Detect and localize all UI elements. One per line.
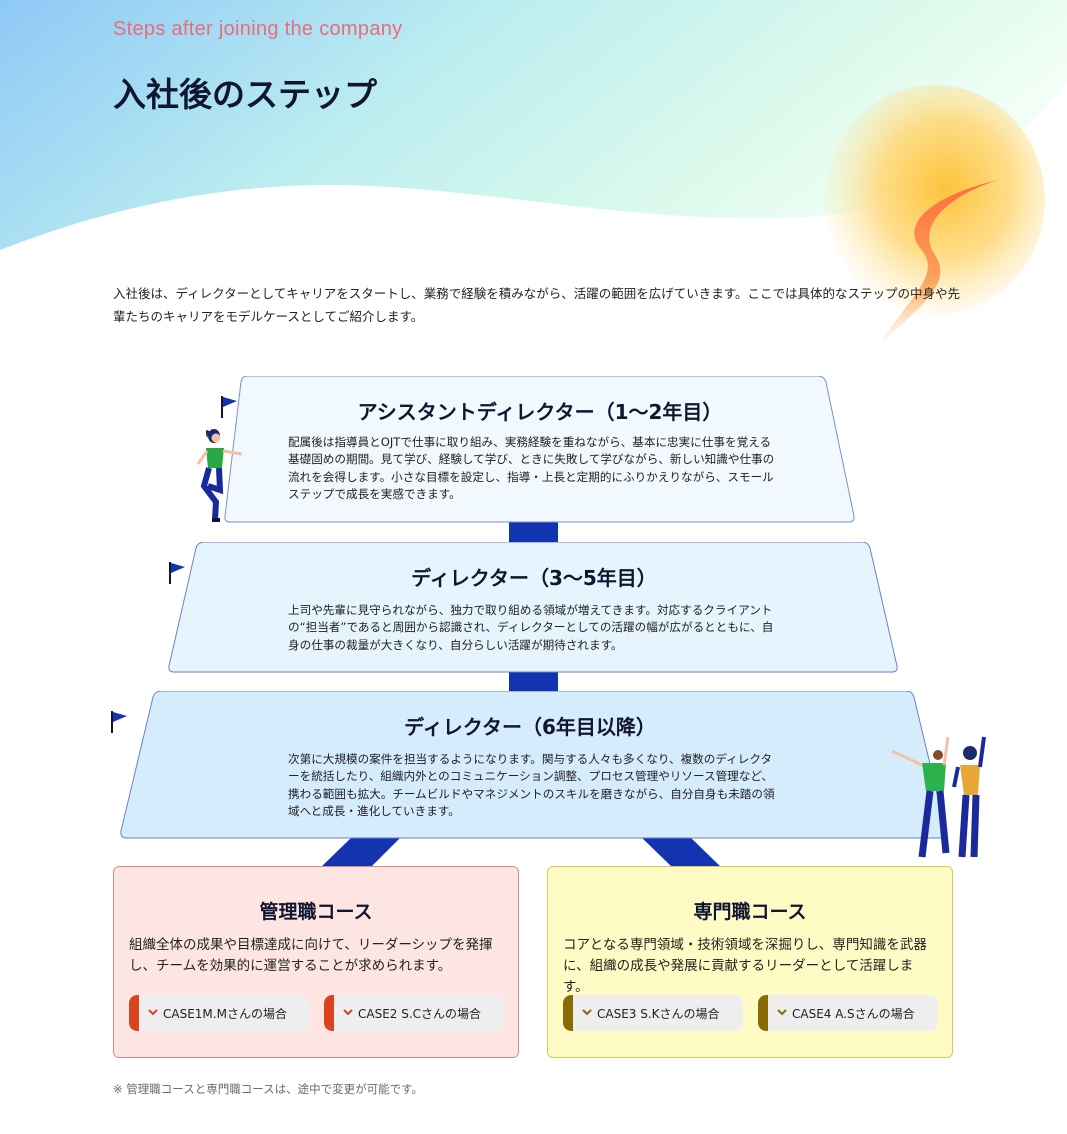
case-label: CASE4 A.Sさんの場合 (792, 1006, 915, 1021)
case-label: CASE3 S.Kさんの場合 (597, 1006, 720, 1021)
intro-text: 入社後は、ディレクターとしてキャリアをスタートし、業務で経験を積みながら、活躍の… (113, 286, 961, 324)
case-label: CASE2 S.Cさんの場合 (358, 1006, 482, 1021)
course-title: 管理職コース (259, 901, 373, 923)
footnote: ※ 管理職コースと専門職コースは、途中で変更が可能です。 (113, 1082, 423, 1096)
trapezoid-panel (168, 542, 898, 673)
chevron-down-icon (582, 1009, 592, 1016)
course-title: 専門職コース (693, 901, 807, 923)
case-2-button[interactable]: CASE2 S.Cさんの場合 (324, 995, 504, 1031)
specialist-course-card: 専門職コース コアとなる専門領域・技術領域を深掘りし、専門知識を武器に、組織の成… (547, 866, 953, 1058)
chevron-down-icon (148, 1009, 158, 1016)
flag-icon (169, 562, 185, 584)
page-subtitle-en: Steps after joining the company (113, 18, 403, 40)
course-description: コアとなる専門領域・技術領域を深掘りし、専門知識を武器に、組織の成長や発展に貢献… (563, 937, 927, 995)
step-director-6-plus: ディレクター（6年目以降） 次第に大規模の案件を担当するようになります。関与する… (111, 691, 950, 841)
page-title: 入社後のステップ (113, 75, 377, 114)
course-description: 組織全体の成果や目標達成に向けて、リーダーシップを発揮し、チームを効果的に運営す… (129, 937, 493, 974)
accent-bar (129, 995, 139, 1031)
case-3-button[interactable]: CASE3 S.Kさんの場合 (563, 995, 743, 1031)
flag-icon (221, 396, 237, 418)
flag-icon (111, 711, 127, 733)
accent-bar (758, 995, 768, 1031)
cheering-people-illustration (891, 736, 986, 858)
case-1-button[interactable]: CASE1M.Mさんの場合 (129, 995, 309, 1031)
walking-person-illustration (196, 429, 243, 522)
trapezoid-panel (120, 691, 947, 839)
chevron-down-icon (343, 1009, 353, 1016)
step-title: ディレクター（3〜5年目） (411, 566, 657, 590)
step-assistant-director: アシスタントディレクター（1〜2年目） 配属後は指導員とOJTで仕事に取り組み、… (220, 376, 860, 524)
connector-branch-right (640, 836, 722, 868)
accent-bar (563, 995, 573, 1031)
step-director-3-5: ディレクター（3〜5年目） 上司や先輩に見守られながら、独力で取り組める領域が増… (168, 542, 900, 674)
step-title: アシスタントディレクター（1〜2年目） (357, 400, 723, 424)
management-course-card: 管理職コース 組織全体の成果や目標達成に向けて、リーダーシップを発揮し、チームを… (113, 866, 519, 1058)
header-background-wave (0, 0, 1067, 345)
chevron-down-icon (777, 1009, 787, 1016)
connector-branch-left (320, 836, 402, 868)
case-label: CASE1M.Mさんの場合 (163, 1006, 287, 1021)
step-description: 上司や先輩に見守られながら、独力で取り組める領域が増えてきます。対応するクライア… (288, 603, 774, 652)
step-title: ディレクター（6年目以降） (404, 715, 656, 739)
step-description: 次第に大規模の案件を担当するようになります。関与する人々も多くなり、複数のディレ… (288, 752, 775, 819)
accent-bar (324, 995, 334, 1031)
trapezoid-panel (224, 376, 855, 523)
case-4-button[interactable]: CASE4 A.Sさんの場合 (758, 995, 938, 1031)
step-description: 配属後は指導員とOJTで仕事に取り組み、実務経験を重ねながら、基本に忠実に仕事を… (288, 435, 775, 502)
